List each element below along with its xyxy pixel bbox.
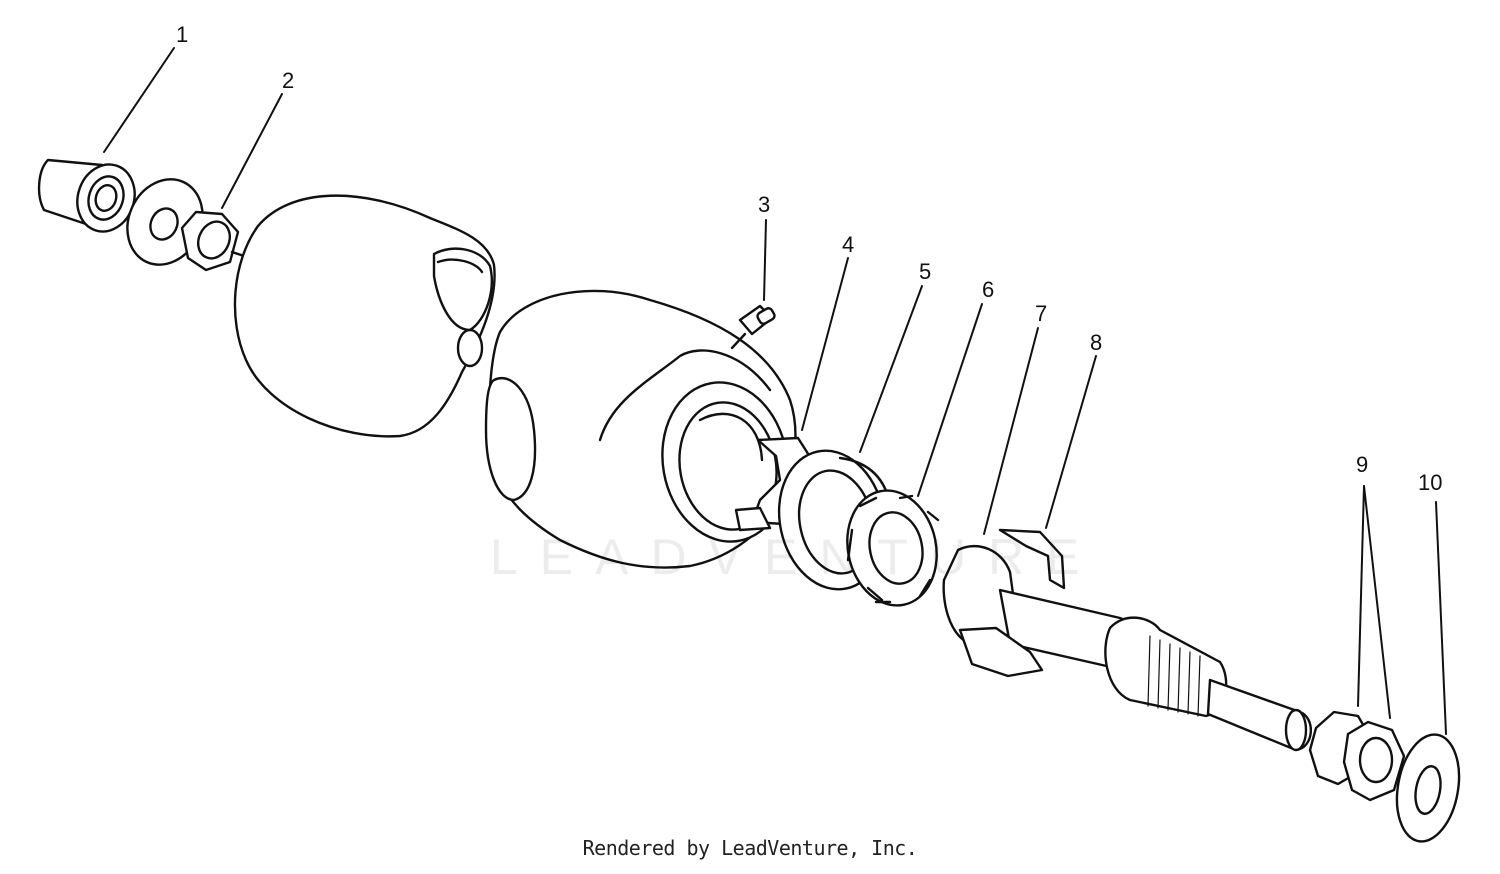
part-9-nuts [1308, 710, 1406, 802]
part-2-washer-nut [126, 178, 252, 272]
callout-3: 3 [758, 192, 770, 217]
part-6-roller-bearing [846, 489, 940, 607]
callout-9: 9 [1356, 452, 1368, 477]
part-3-grease-fitting [730, 304, 776, 350]
footer-credit: Rendered by LeadVenture, Inc. [582, 836, 918, 860]
spindle-housing [484, 289, 797, 569]
housing-cover-left [233, 194, 496, 438]
callout-6: 6 [982, 277, 994, 302]
callout-5: 5 [919, 259, 931, 284]
callout-1: 1 [176, 22, 188, 47]
part-1-bushing [37, 158, 136, 233]
part-10-washer [1395, 733, 1461, 843]
spindle-shaft [942, 545, 1313, 752]
callout-10: 10 [1418, 470, 1442, 495]
leader-lines [103, 47, 1447, 735]
callout-2: 2 [282, 68, 294, 93]
callout-8: 8 [1090, 330, 1102, 355]
callout-4: 4 [842, 232, 854, 257]
part-7-8-key-collar [958, 528, 1066, 678]
callout-7: 7 [1035, 301, 1047, 326]
callout-labels: 1 2 3 4 5 6 7 8 9 10 [176, 22, 1442, 495]
